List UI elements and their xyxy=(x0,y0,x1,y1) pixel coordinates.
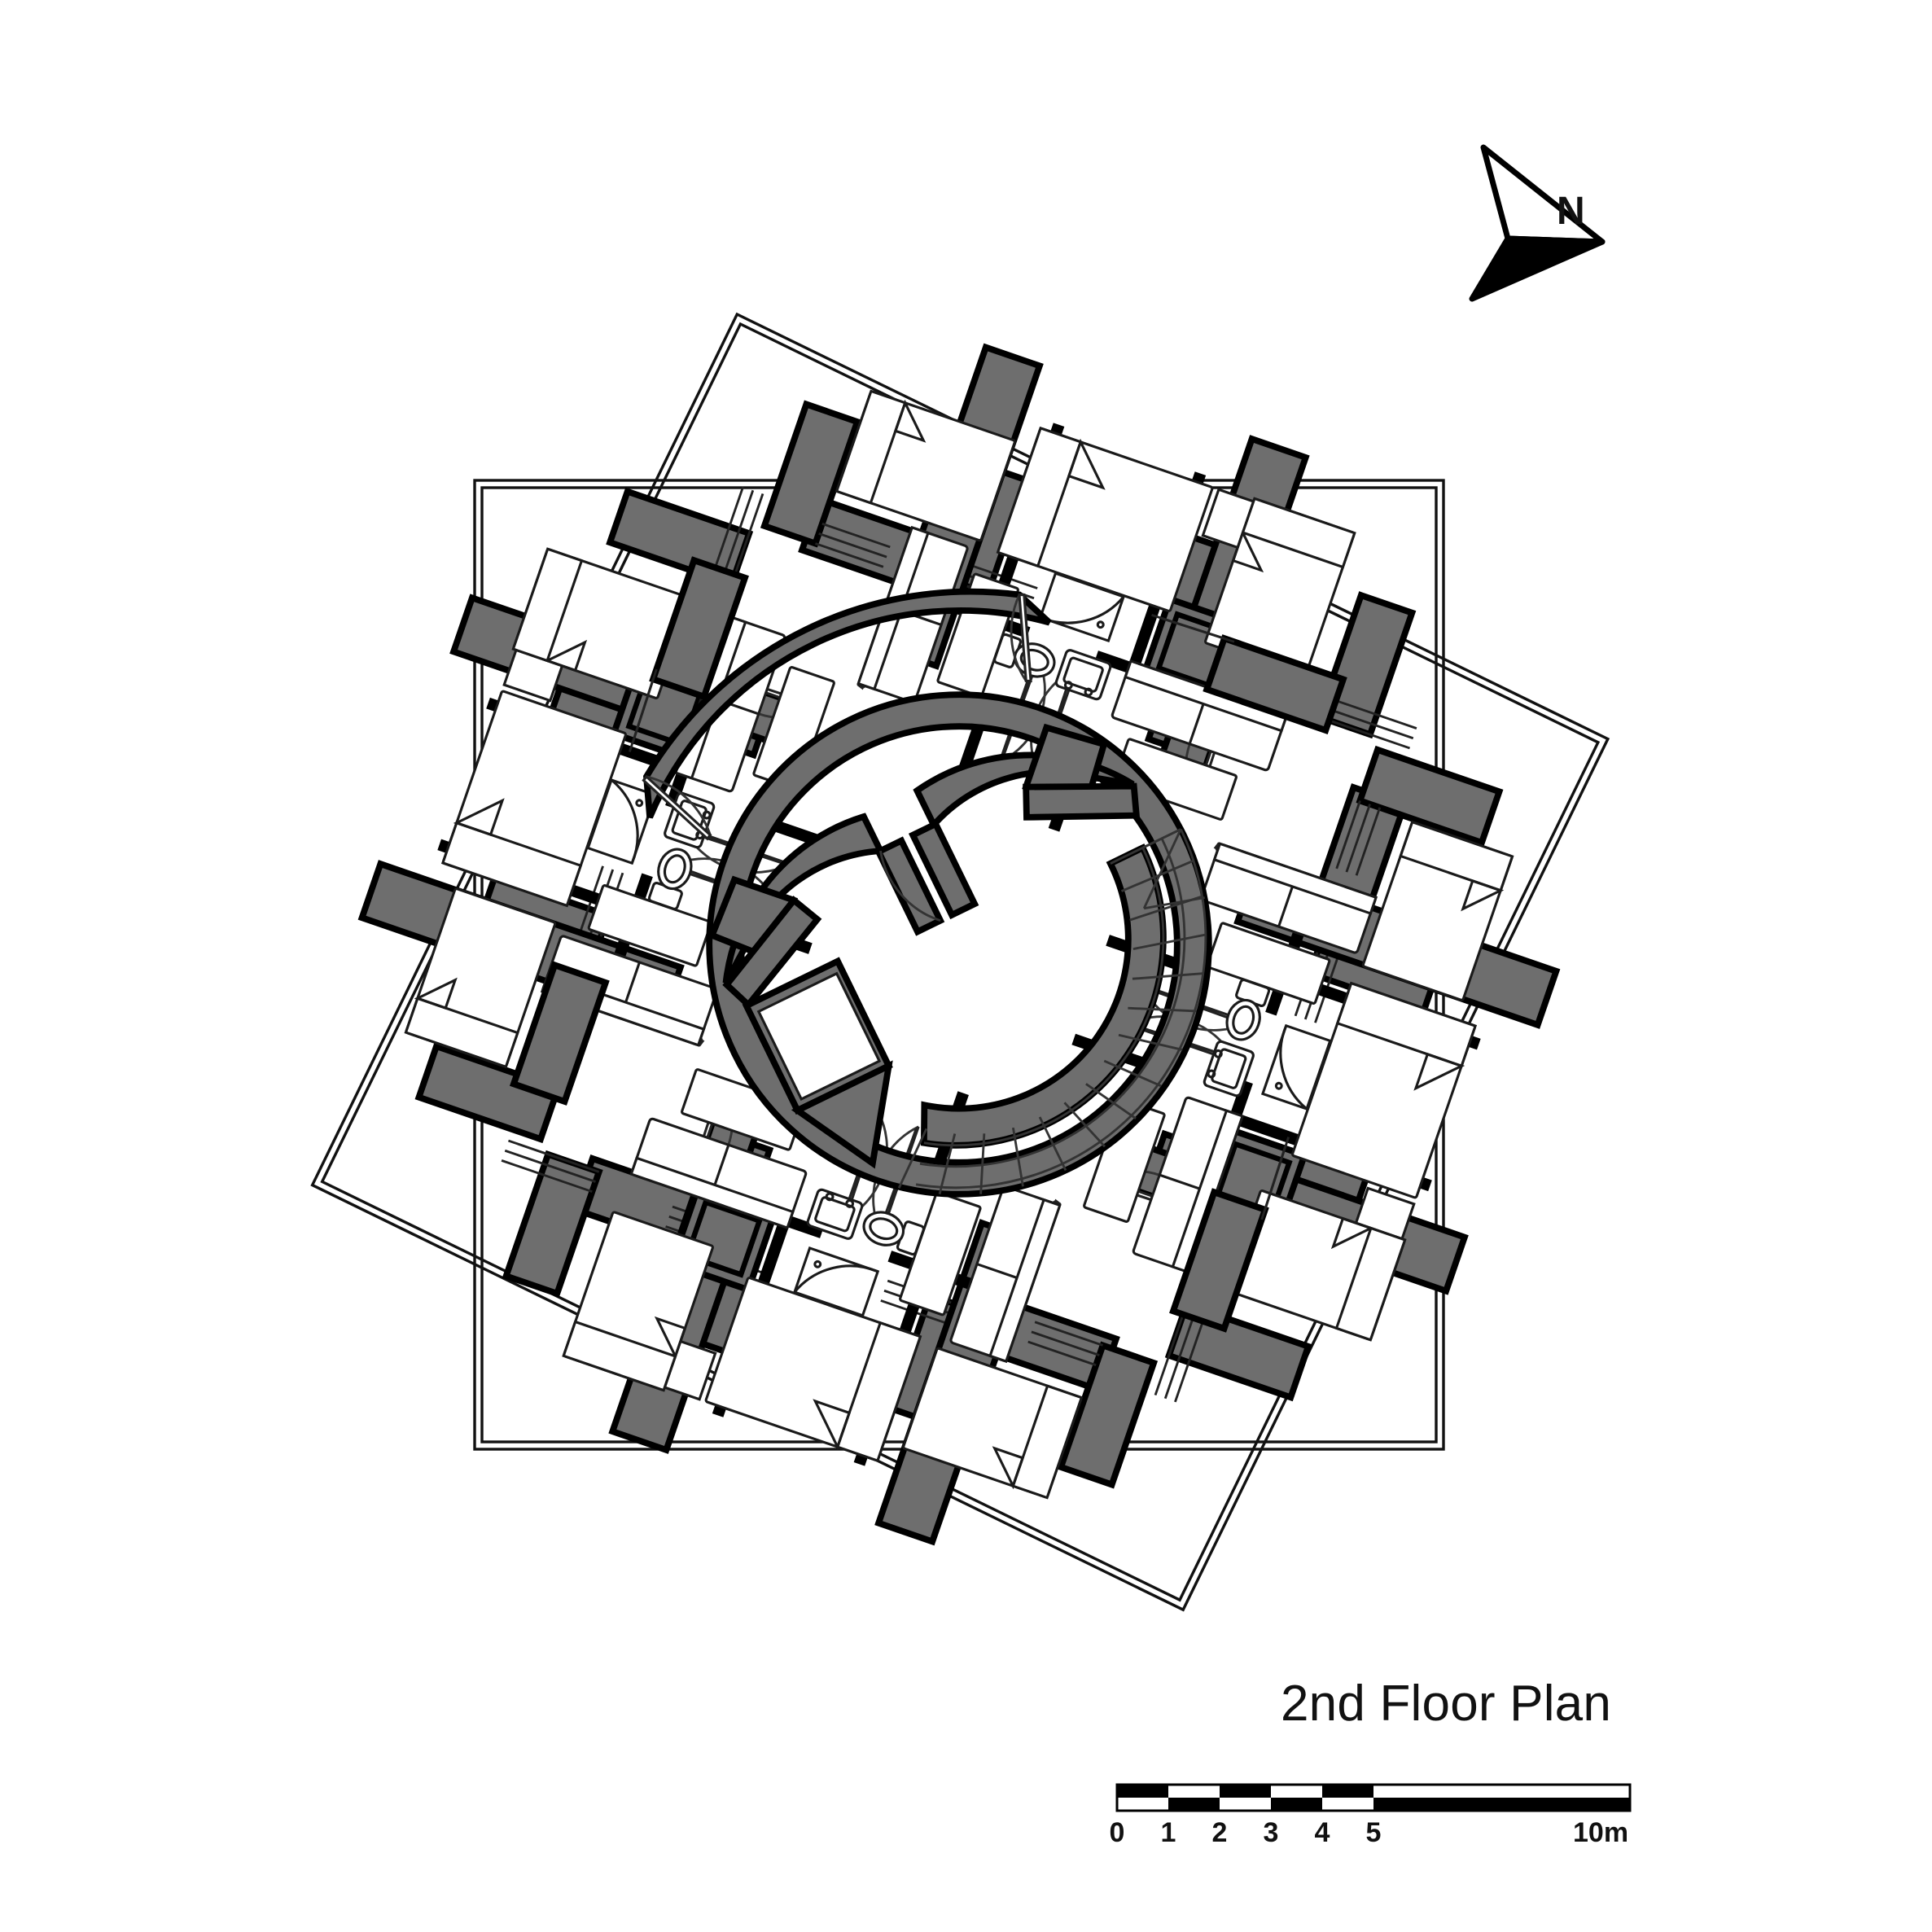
scale-bar-segment xyxy=(1220,1785,1271,1798)
scale-bar-tick-label: 1 xyxy=(1160,1817,1176,1848)
north-arrow-label: N xyxy=(1557,190,1585,233)
page-title: 2nd Floor Plan xyxy=(1281,1676,1612,1732)
north-arrow-lower-half xyxy=(1469,235,1606,302)
scale-bar-frame xyxy=(1115,1783,1632,1812)
scale-bar-segment xyxy=(1117,1798,1168,1811)
scale-bar-segment xyxy=(1322,1798,1373,1811)
scale-bar-tick-label: 2 xyxy=(1211,1817,1228,1848)
scale-bar-segment xyxy=(1271,1785,1322,1798)
scale-bar-segment xyxy=(1220,1798,1271,1811)
scale-bar-tick-label: 5 xyxy=(1365,1817,1382,1848)
scale-bar-segment xyxy=(1168,1798,1220,1811)
north-arrow xyxy=(1469,144,1606,302)
scale-bar-segment xyxy=(1117,1785,1168,1798)
scale-bar xyxy=(1115,1783,1632,1812)
scale-bar-segment xyxy=(1271,1798,1322,1811)
scale-bar-tick-label: 4 xyxy=(1314,1817,1330,1848)
building-plan xyxy=(221,206,1698,1684)
scale-bar-end-label: 10m xyxy=(1573,1817,1629,1848)
scale-bar-segment xyxy=(1373,1785,1630,1798)
scale-bar-segment xyxy=(1168,1785,1220,1798)
scale-bar-tick-label: 0 xyxy=(1109,1817,1125,1848)
scale-bar-segment xyxy=(1322,1785,1373,1798)
scale-bar-segment xyxy=(1373,1798,1630,1811)
scale-bar-tick-label: 3 xyxy=(1263,1817,1279,1848)
